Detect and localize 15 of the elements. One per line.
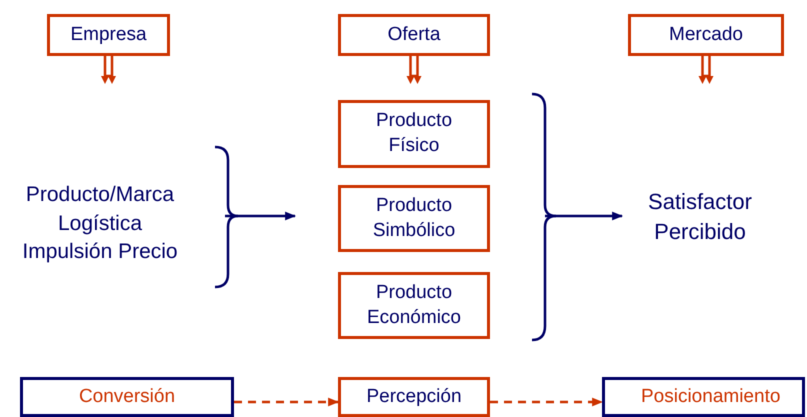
- process-box: Posicionamiento: [602, 377, 805, 417]
- process-box: Producto Económico: [338, 272, 490, 339]
- process-box: Mercado: [628, 14, 784, 56]
- process-box: Producto Físico: [338, 100, 490, 168]
- process-box: Percepción: [338, 377, 490, 417]
- dashed-arrow: [490, 398, 604, 406]
- process-box: Oferta: [338, 14, 490, 56]
- process-box: Producto Simbólico: [338, 185, 490, 252]
- arrow: [545, 212, 624, 220]
- dashed-arrow: [234, 398, 340, 406]
- arrow: [225, 212, 296, 220]
- process-box: Conversión: [20, 377, 234, 417]
- process-box: Empresa: [47, 14, 170, 56]
- text-label: Satisfactor Percibido: [647, 188, 753, 246]
- text-label: Producto/Marca Logística Impulsión Precio: [21, 182, 179, 266]
